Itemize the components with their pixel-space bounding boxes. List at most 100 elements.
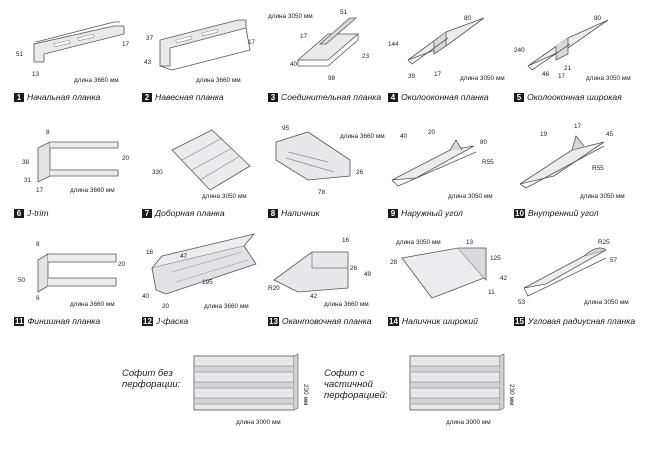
svg-text:49: 49: [364, 271, 372, 278]
svg-text:17: 17: [558, 73, 566, 80]
soffit-plain: Софит без перфорации: 230 мм длина 3000 …: [122, 350, 322, 446]
svg-text:17: 17: [434, 71, 442, 78]
svg-text:длина 3050 мм: длина 3050 мм: [448, 193, 493, 200]
svg-text:длина 3050 мм: длина 3050 мм: [580, 193, 625, 200]
svg-text:28: 28: [390, 259, 398, 266]
svg-text:42: 42: [500, 275, 508, 282]
svg-text:длина 3000 мм: длина 3000 мм: [446, 419, 491, 426]
svg-text:144: 144: [388, 41, 399, 48]
svg-text:40: 40: [400, 133, 408, 140]
svg-text:39: 39: [408, 73, 416, 80]
svg-text:17: 17: [122, 41, 130, 48]
svg-text:40: 40: [290, 61, 298, 68]
svg-text:длина 3050 мм: длина 3050 мм: [396, 239, 441, 246]
svg-text:330: 330: [152, 169, 163, 176]
item-number: 10: [514, 209, 525, 218]
item-number: 2: [142, 93, 152, 102]
svg-text:51: 51: [16, 51, 24, 58]
svg-text:53: 53: [518, 299, 526, 306]
svg-text:125: 125: [490, 255, 501, 262]
svg-text:длина 3660 мм: длина 3660 мм: [324, 301, 369, 308]
svg-text:80: 80: [594, 15, 602, 22]
svg-text:31: 31: [24, 177, 32, 184]
svg-text:6: 6: [36, 295, 40, 302]
svg-text:19: 19: [540, 131, 548, 138]
svg-text:длина 3000 мм: длина 3000 мм: [236, 419, 281, 426]
item-number: 6: [14, 209, 24, 218]
item-name: Околооконная широкая: [527, 92, 622, 102]
item-name: Наличник широкий: [401, 316, 478, 326]
svg-text:17: 17: [248, 39, 256, 46]
svg-text:R20: R20: [268, 285, 280, 292]
svg-text:195: 195: [202, 279, 213, 286]
svg-text:230 мм: 230 мм: [302, 384, 309, 405]
svg-text:51: 51: [340, 9, 348, 16]
svg-text:8: 8: [36, 241, 40, 248]
svg-text:21: 21: [564, 65, 572, 72]
svg-text:17: 17: [300, 33, 308, 40]
svg-text:длина 3660 мм: длина 3660 мм: [204, 303, 249, 310]
item-number: 15: [514, 317, 525, 326]
svg-text:47: 47: [180, 253, 188, 260]
soffit-perforated: Софит с частичной перфорацией: 230 мм дл…: [324, 350, 524, 446]
item-number: 11: [14, 317, 25, 326]
svg-text:R25: R25: [598, 239, 610, 246]
svg-text:длина 3660 мм: длина 3660 мм: [70, 187, 115, 194]
svg-text:45: 45: [606, 131, 614, 138]
svg-text:43: 43: [144, 59, 152, 66]
item-number: 14: [388, 317, 399, 326]
item-name: Окантовочная планка: [281, 316, 372, 326]
svg-text:8: 8: [46, 129, 50, 136]
svg-text:57: 57: [610, 257, 618, 264]
item-name: J-trim: [27, 208, 49, 218]
item-name: Финишная планка: [27, 316, 101, 326]
item-number: 4: [388, 93, 398, 102]
svg-text:20: 20: [122, 155, 130, 162]
svg-text:20: 20: [162, 303, 170, 310]
soffit-label: Софит с частичной перфорацией:: [324, 368, 388, 401]
svg-text:26: 26: [350, 265, 358, 272]
svg-text:95: 95: [282, 125, 290, 132]
svg-text:20: 20: [118, 261, 126, 268]
svg-text:80: 80: [480, 139, 488, 146]
svg-text:13: 13: [466, 239, 474, 246]
svg-text:80: 80: [464, 15, 472, 22]
svg-text:16: 16: [342, 237, 350, 244]
item-number: 3: [268, 93, 278, 102]
svg-text:длина 3050 мм: длина 3050 мм: [586, 75, 631, 82]
svg-text:длина 3660 мм: длина 3660 мм: [340, 133, 385, 140]
svg-text:11: 11: [488, 289, 495, 296]
svg-text:17: 17: [36, 187, 44, 194]
item-name: Околооконная планка: [401, 92, 489, 102]
item-number: 1: [14, 93, 24, 102]
svg-text:длина 3660 мм: длина 3660 мм: [74, 77, 119, 84]
item-name: J-фаска: [155, 316, 189, 326]
item-name: Наружный угол: [401, 208, 463, 218]
item-name: Угловая радиусная планка: [527, 316, 636, 326]
item-number: 12: [142, 317, 153, 326]
svg-text:230 мм: 230 мм: [508, 384, 515, 405]
svg-text:240: 240: [514, 47, 525, 54]
svg-text:длина 3050 мм: длина 3050 мм: [202, 193, 247, 200]
item-number: 8: [268, 209, 278, 218]
soffit-label: Софит без перфорации:: [122, 368, 181, 390]
item-name: Навесная планка: [155, 92, 224, 102]
item-number: 7: [142, 209, 152, 218]
svg-text:37: 37: [146, 35, 154, 42]
item-number: 5: [514, 93, 524, 102]
svg-text:17: 17: [574, 123, 582, 130]
svg-text:длина 3050 мм: длина 3050 мм: [584, 299, 629, 306]
svg-text:длина 3050 мм: длина 3050 мм: [268, 13, 313, 20]
svg-text:78: 78: [318, 189, 326, 196]
